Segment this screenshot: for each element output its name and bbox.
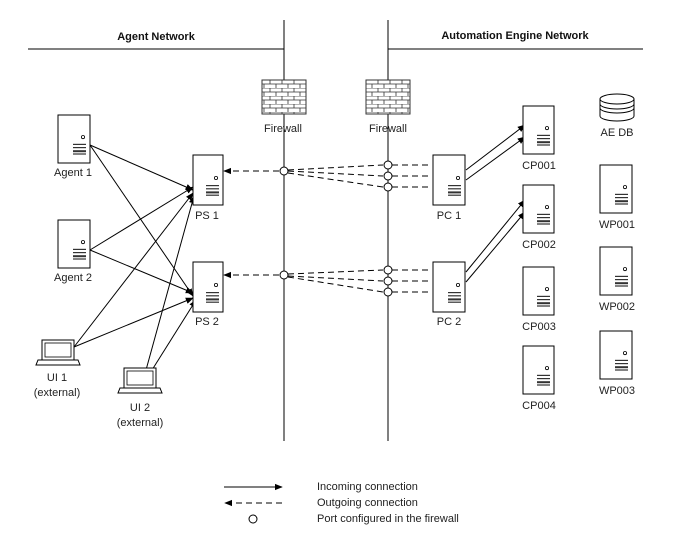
legend-port-icon — [248, 514, 258, 524]
pc-1-label: PC 1 — [437, 210, 461, 222]
outgoing-connections — [223, 164, 432, 293]
server-icon-wp001 — [599, 164, 633, 214]
laptop-icon-ui-1 — [35, 339, 81, 366]
server-icon-cp003 — [522, 266, 555, 316]
database-icon — [599, 93, 635, 122]
firewall-label-1: Firewall — [264, 123, 302, 135]
wp003-label: WP003 — [599, 385, 635, 397]
server-icon-cp002 — [522, 184, 555, 234]
wp001-label: WP001 — [599, 219, 635, 231]
firewall-label-2: Firewall — [369, 123, 407, 135]
firewall-icon-2 — [365, 79, 411, 115]
server-icon-ps-2 — [192, 261, 224, 313]
server-icon-agent-1 — [57, 114, 91, 164]
server-icon-agent-2 — [57, 219, 91, 269]
servers — [57, 105, 633, 395]
agent-2-label: Agent 2 — [54, 272, 92, 284]
ps-1-label: PS 1 — [195, 210, 219, 222]
pc-2-label: PC 2 — [437, 316, 461, 328]
ps-2-label: PS 2 — [195, 316, 219, 328]
ui-2-sublabel: (external) — [117, 417, 163, 429]
cp001-label: CP001 — [522, 160, 556, 172]
server-icon-pc-2 — [432, 261, 466, 313]
server-icon-wp003 — [599, 330, 633, 380]
server-icon-cp001 — [522, 105, 555, 155]
server-icon-ps-1 — [192, 154, 224, 206]
server-icon-cp004 — [522, 345, 555, 395]
legend-incoming-label: Incoming connection — [317, 481, 418, 493]
incoming-connections-right — [465, 124, 526, 283]
ae-db-label: AE DB — [600, 127, 633, 139]
incoming-connections-left — [73, 144, 197, 371]
ui-2-label: UI 2 — [130, 402, 150, 414]
laptop-icon-ui-2 — [117, 367, 163, 394]
ae-network-header: Automation Engine Network — [441, 30, 589, 42]
cp002-label: CP002 — [522, 239, 556, 251]
server-icon-pc-1 — [432, 154, 466, 206]
firewall-icon-1 — [261, 79, 307, 115]
firewall-ports — [279, 160, 393, 297]
legend: Incoming connection Outgoing connection … — [224, 481, 459, 525]
ui-1-sublabel: (external) — [34, 387, 80, 399]
cp004-label: CP004 — [522, 400, 556, 412]
server-icon-wp002 — [599, 246, 633, 296]
agent-1-label: Agent 1 — [54, 167, 92, 179]
legend-outgoing-label: Outgoing connection — [317, 497, 418, 509]
cp003-label: CP003 — [522, 321, 556, 333]
ui-1-label: UI 1 — [47, 372, 67, 384]
agent-network-header: Agent Network — [117, 31, 196, 43]
legend-port-label: Port configured in the firewall — [317, 513, 459, 525]
wp002-label: WP002 — [599, 301, 635, 313]
